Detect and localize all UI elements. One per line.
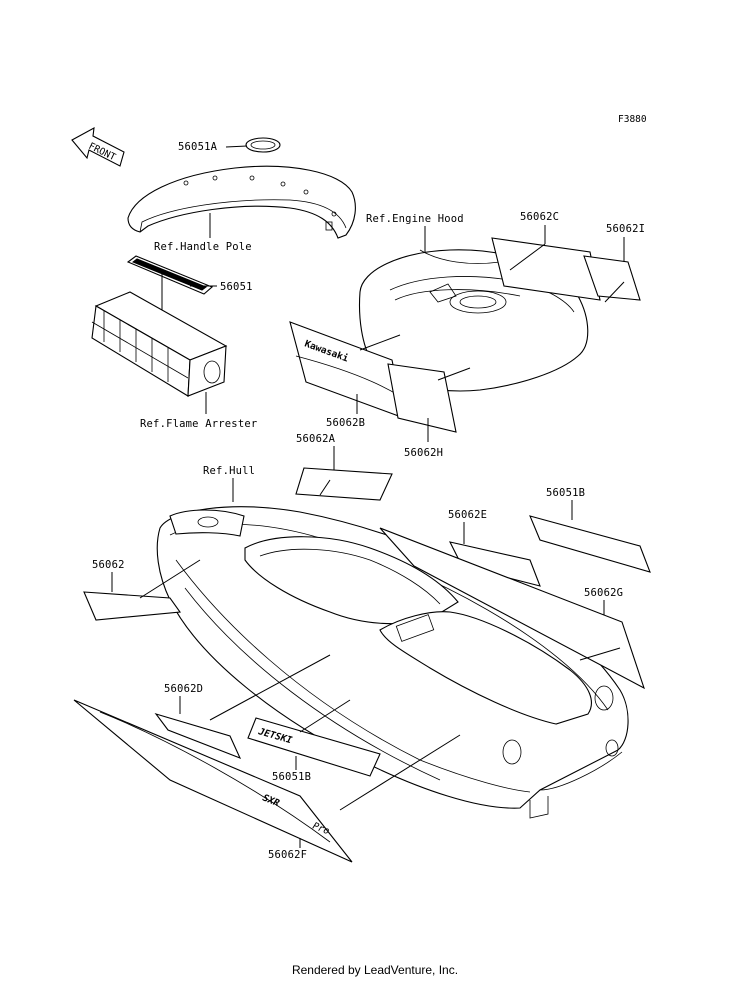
decal-56062A [295, 467, 393, 501]
decal-56062F: SXR Pro [73, 699, 353, 863]
diagram-code: F3880 [618, 114, 647, 125]
label-56062B: 56062B [326, 417, 365, 429]
label-engine-hood: Ref.Engine Hood [366, 213, 464, 225]
front-arrow-icon: FRONT [71, 127, 125, 167]
decal-56062B: Kawasaki [289, 321, 405, 419]
label-56062E: 56062E [448, 509, 487, 521]
label-flame-arrester: Ref.Flame Arrester [140, 418, 257, 430]
decal-56062D [154, 712, 242, 760]
label-56062I: 56062I [606, 223, 645, 235]
decal-56062C [491, 237, 601, 301]
footer-credit: Rendered by LeadVenture, Inc. [291, 963, 459, 977]
label-hull: Ref.Hull [203, 465, 255, 477]
label-handle-pole: Ref.Handle Pole [154, 241, 252, 253]
emblem-56051A [245, 137, 281, 153]
decal-56062I [583, 255, 641, 301]
handle-pole-part [127, 165, 356, 239]
decal-56062H [387, 363, 457, 433]
label-56062H: 56062H [404, 447, 443, 459]
decal-56062 [83, 591, 182, 621]
label-56062A: 56062A [296, 433, 336, 445]
decal-56051B-top [529, 515, 651, 573]
hull-part [156, 506, 629, 819]
label-56051: 56051 [220, 281, 253, 293]
label-56051A: 56051A [178, 141, 218, 153]
label-56051B-top: 56051B [546, 487, 585, 499]
label-56062G: 56062G [584, 587, 623, 599]
decal-56062G [379, 527, 645, 690]
decal-56051B-jetski: JETSKI [247, 717, 381, 777]
flame-arrester-part [91, 291, 228, 397]
label-56062: 56062 [92, 559, 125, 571]
label-56062C: 56062C [520, 211, 559, 223]
label-56051B-bottom: 56051B [272, 771, 311, 783]
label-56062D: 56062D [164, 683, 203, 695]
sticker-56051 [126, 255, 214, 295]
label-56062F: 56062F [268, 849, 307, 861]
